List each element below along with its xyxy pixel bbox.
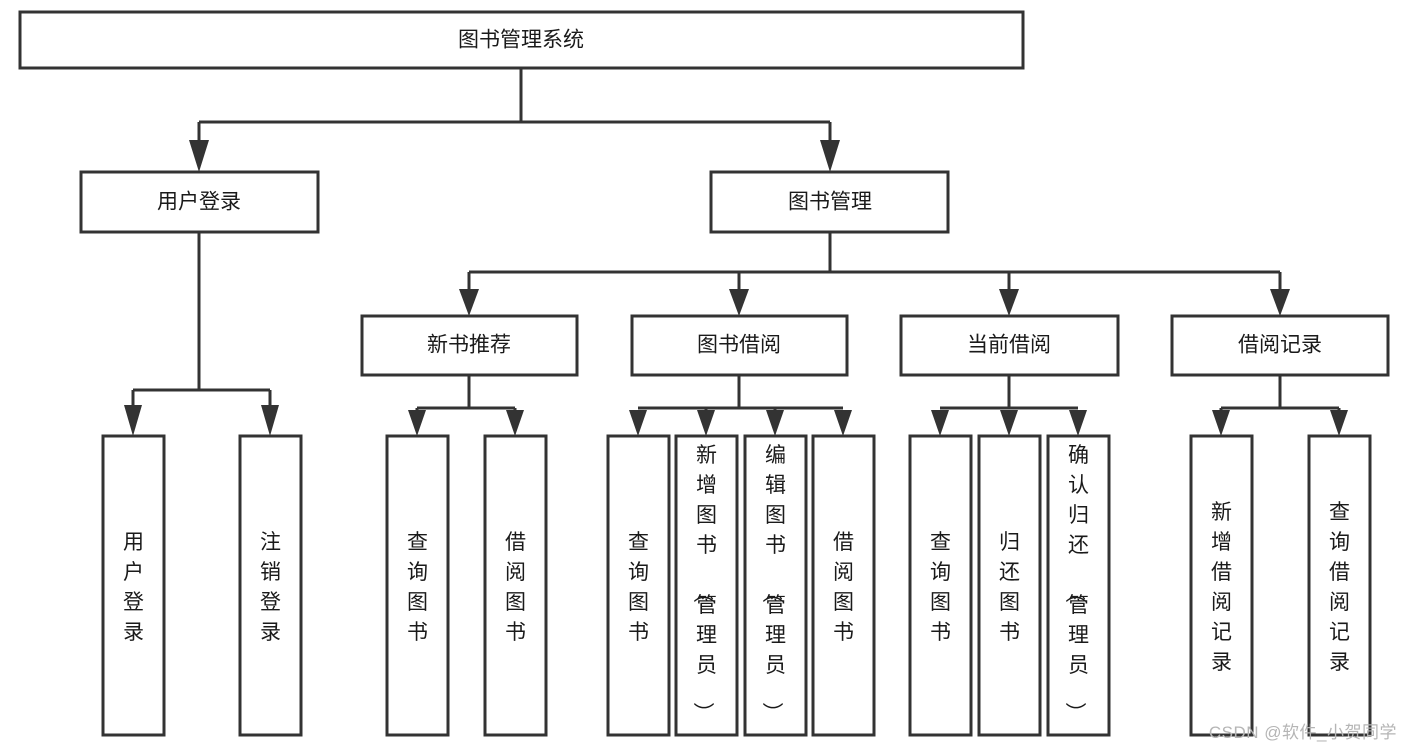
node-leaf-borrow-book-new[interactable]: [483, 434, 548, 737]
arrow-head-leaf-query-book-borrow: [629, 410, 647, 436]
node-root-label: 图书管理系统: [458, 29, 584, 52]
node-leaf-return-book[interactable]: [977, 434, 1042, 737]
node-leaf-user-logout-box[interactable]: [238, 434, 303, 737]
node-leaf-edit-book-label: 编辑图书（管理员）: [760, 444, 786, 723]
node-leaf-query-book-new-label: 查询图书: [407, 531, 428, 644]
node-bookmgmt-label: 图书管理: [788, 191, 872, 214]
node-current-label: 当前借阅: [967, 334, 1051, 357]
arrow-head-leaf-query-book-new: [408, 410, 426, 436]
node-leaf-borrow-book-new-box[interactable]: [483, 434, 548, 737]
node-leaf-borrow-book-new-label: 借阅图书: [505, 531, 526, 644]
arrow-head-leaf-borrow-book-new: [506, 410, 524, 436]
node-current-box[interactable]: [899, 314, 1120, 377]
node-leaf-add-record-label: 新增借阅记录: [1211, 501, 1232, 674]
node-root-box[interactable]: [18, 10, 1025, 70]
node-leaf-query-book-borrow-box[interactable]: [606, 434, 671, 737]
node-leaf-borrow-book[interactable]: [811, 434, 876, 737]
node-leaf-add-record-box[interactable]: [1189, 434, 1254, 737]
arrow-head-newbook: [459, 289, 479, 316]
node-leaf-user-login[interactable]: [101, 434, 166, 737]
arrow-head-leaf-query-record: [1330, 410, 1348, 436]
node-leaf-return-book-box[interactable]: [977, 434, 1042, 737]
arrow-head-leaf-add-book: [697, 410, 715, 436]
node-newbook[interactable]: 新书推荐: [360, 314, 579, 377]
node-login-box[interactable]: [79, 170, 320, 234]
node-borrow-box[interactable]: [630, 314, 849, 377]
arrow-head-bookmgmt: [820, 140, 840, 172]
arrow-head-login: [189, 140, 209, 172]
node-leaf-borrow-book-box[interactable]: [811, 434, 876, 737]
arrow-head-leaf-edit-book: [766, 410, 784, 436]
node-newbook-box[interactable]: [360, 314, 579, 377]
node-leaf-confirm-return-box[interactable]: [1046, 434, 1111, 737]
node-leaf-query-book-new-box[interactable]: [385, 434, 450, 737]
node-leaf-user-login-label: 用户登录: [123, 531, 144, 644]
node-records[interactable]: 借阅记录: [1170, 314, 1390, 377]
node-records-label: 借阅记录: [1238, 334, 1322, 357]
node-leaf-confirm-return[interactable]: [1046, 434, 1111, 737]
node-leaf-query-record-box[interactable]: [1307, 434, 1372, 737]
node-leaf-edit-book[interactable]: [743, 434, 808, 737]
arrow-head-records: [1270, 289, 1290, 316]
arrow-head-leaf-query-book-current: [931, 410, 949, 436]
connector-layer: [124, 68, 1348, 436]
node-login-label: 用户登录: [157, 191, 241, 214]
node-root[interactable]: 图书管理系统: [18, 10, 1025, 70]
node-leaf-borrow-book-label: 借阅图书: [833, 531, 854, 644]
node-leaf-query-book-borrow-label: 查询图书: [628, 531, 649, 644]
node-leaf-user-logout[interactable]: [238, 434, 303, 737]
node-leaf-add-record[interactable]: [1189, 434, 1254, 737]
arrow-head-leaf-borrow-book: [834, 410, 852, 436]
node-leaf-query-book-new[interactable]: [385, 434, 450, 737]
node-borrow-label: 图书借阅: [697, 334, 781, 357]
arrow-head-borrow: [729, 289, 749, 316]
leaf-label-layer: 用户登录 注销登录 查询图书 借阅图书 查询图书 新增图书（管理员） 编辑图书（管理员） 借阅…: [123, 444, 1350, 723]
node-borrow[interactable]: 图书借阅: [630, 314, 849, 377]
node-leaf-query-book-current-box[interactable]: [908, 434, 973, 737]
arrow-head-leaf-user-logout: [261, 405, 279, 436]
node-records-box[interactable]: [1170, 314, 1390, 377]
node-leaf-edit-book-box[interactable]: [743, 434, 808, 737]
node-newbook-label: 新书推荐: [427, 334, 511, 357]
node-leaf-query-book-borrow[interactable]: [606, 434, 671, 737]
node-leaf-query-book-current-label: 查询图书: [930, 531, 951, 644]
node-leaf-query-record[interactable]: [1307, 434, 1372, 737]
node-leaf-confirm-return-label: 确认归还（管理员）: [1063, 444, 1089, 723]
arrow-head-leaf-add-record: [1212, 410, 1230, 436]
node-leaf-return-book-label: 归还图书: [999, 531, 1020, 644]
node-current[interactable]: 当前借阅: [899, 314, 1120, 377]
node-leaf-add-book-box[interactable]: [674, 434, 739, 737]
arrow-head-leaf-confirm-return: [1069, 410, 1087, 436]
node-leaf-query-record-label: 查询借阅记录: [1329, 501, 1350, 674]
node-leaf-add-book[interactable]: [674, 434, 739, 737]
node-leaf-query-book-current[interactable]: [908, 434, 973, 737]
node-login[interactable]: 用户登录: [79, 170, 320, 234]
arrow-head-current: [999, 289, 1019, 316]
arrow-head-leaf-user-login: [124, 405, 142, 436]
node-bookmgmt[interactable]: 图书管理: [709, 170, 950, 234]
node-bookmgmt-box[interactable]: [709, 170, 950, 234]
arrow-head-leaf-return-book: [1000, 410, 1018, 436]
node-leaf-user-logout-label: 注销登录: [260, 531, 281, 644]
node-leaf-add-book-label: 新增图书（管理员）: [691, 444, 717, 723]
node-leaf-user-login-box[interactable]: [101, 434, 166, 737]
